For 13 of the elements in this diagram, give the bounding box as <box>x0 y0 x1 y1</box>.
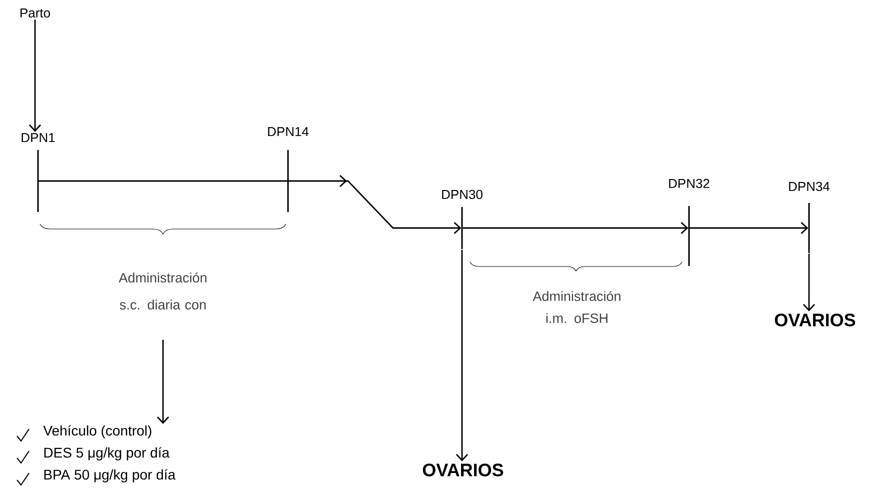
arrow <box>288 174 462 234</box>
arrow <box>28 20 42 132</box>
item-list: Vehículo (control) DES 5 μg/kg por día BPA 50 μg/kg por día <box>43 425 176 482</box>
text-label: OVARIOS <box>774 314 856 326</box>
arrow <box>462 222 688 234</box>
arrow <box>688 222 808 234</box>
text-label: Administración i.m. oFSH <box>532 290 620 324</box>
text-label: Administración s.c. diaria con <box>118 272 206 310</box>
text-label: Parto <box>20 8 50 18</box>
arrow <box>456 250 468 462</box>
text-label: OVARIOS <box>422 464 504 476</box>
arrow <box>803 254 816 312</box>
arrow <box>156 340 170 424</box>
